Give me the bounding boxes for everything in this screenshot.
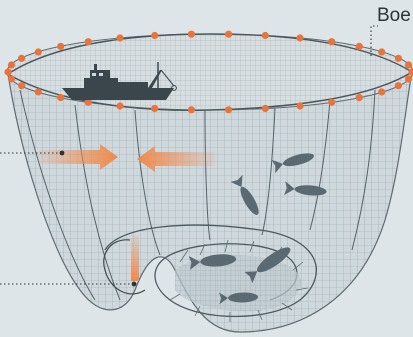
buoy-icon xyxy=(328,38,335,45)
buoy-icon xyxy=(151,105,158,112)
orange-arrow-icon xyxy=(131,235,139,281)
buoy-icon xyxy=(225,106,232,113)
leader-dot xyxy=(132,282,137,287)
buoy-icon xyxy=(356,94,363,101)
buoy-icon xyxy=(378,48,385,55)
buoy-icon xyxy=(262,105,269,112)
buoy-icon xyxy=(85,38,92,45)
buoy-icon xyxy=(188,106,195,113)
buoy-icon xyxy=(35,88,42,95)
buoy-icon xyxy=(296,34,303,41)
buoy-icon xyxy=(296,102,303,109)
buoy-icon xyxy=(225,31,232,38)
buoy-icon xyxy=(356,43,363,50)
buoy-icon xyxy=(18,82,25,89)
buoy-icon xyxy=(4,68,11,75)
buoy-icon xyxy=(57,94,64,101)
buoy-icon xyxy=(18,55,25,62)
buoy-icon xyxy=(8,61,15,68)
buoy-icon xyxy=(151,32,158,39)
buoy-icon xyxy=(57,43,64,50)
buoy-icon xyxy=(262,32,269,39)
buoy-icon xyxy=(395,55,402,62)
buoy-icon xyxy=(328,99,335,106)
buoy-icon xyxy=(8,75,15,82)
buoy-icon xyxy=(188,31,195,38)
buoy-icon xyxy=(405,61,412,68)
buoy-icon xyxy=(378,88,385,95)
leader-dot xyxy=(60,151,65,156)
buoy-icon xyxy=(405,75,412,82)
label-buoys: Boe xyxy=(377,5,411,27)
buoy-icon xyxy=(395,82,402,89)
buoy-icon xyxy=(35,48,42,55)
buoy-icon xyxy=(116,102,123,109)
buoy-icon xyxy=(116,34,123,41)
